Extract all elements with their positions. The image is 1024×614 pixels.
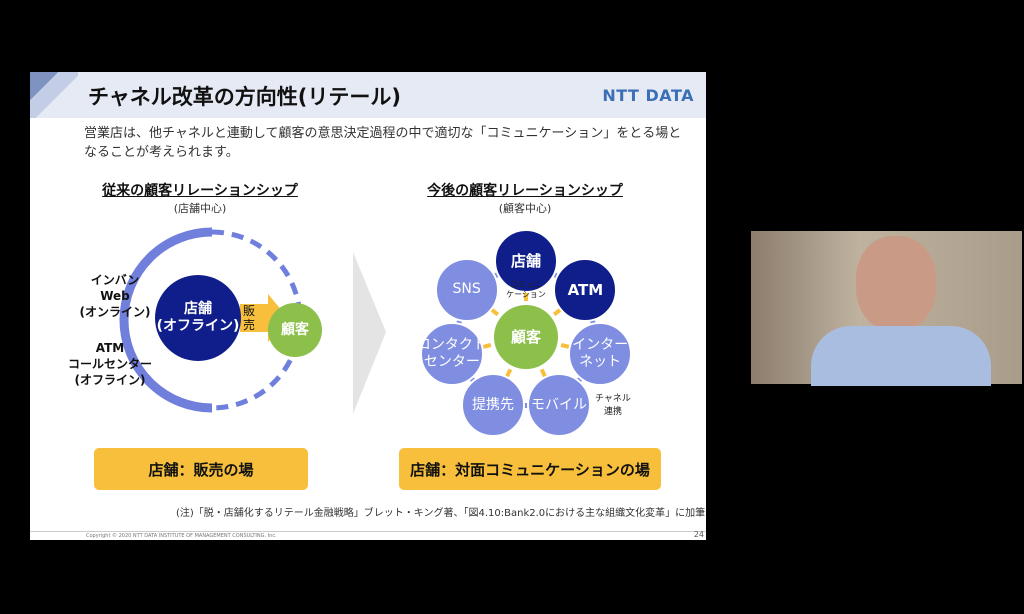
channel-node: 提携先	[461, 373, 526, 438]
channel-node: コンタクト センター	[417, 321, 487, 386]
channel-link-label: チャネル 連携	[595, 394, 631, 417]
presentation-slide: チャネル改革の方向性(リテール) NTT DATA 営業店は、他チャネルと連動し…	[30, 72, 706, 540]
customer-circle-left: 顧客	[268, 303, 322, 357]
presenter-face	[856, 236, 936, 331]
customer-circle-center: 顧客	[494, 305, 558, 369]
page-number: 24	[693, 530, 704, 539]
channel-node: 店舗	[494, 229, 558, 293]
copyright: Copyright © 2020 NTT DATA INSTITUTE OF M…	[86, 533, 277, 539]
right-summary-box: 店舗：対面コミュニケーションの場	[399, 448, 661, 490]
transition-chevron	[353, 252, 386, 414]
left-summary-box: 店舗：販売の場	[94, 448, 308, 490]
communication-label: コミュニ ケーション	[506, 280, 546, 299]
presenter-webcam	[751, 231, 1022, 386]
channel-node: モバイル	[526, 373, 591, 438]
ntt-data-logo: NTT DATA	[602, 86, 694, 105]
source-note: (注)「脱・店舗化するリテール金融戦略」ブレット・キング著、「図4.10:Ban…	[176, 508, 706, 519]
online-label: インバン Web (オンライン)	[79, 273, 151, 319]
online-arc	[211, 229, 303, 411]
offline-label: ATM コールセンター (オフライン)	[67, 341, 152, 387]
left-subheading: (店舗中心)	[173, 202, 227, 215]
lead-text: 営業店は、他チャネルと連動して顧客の意思決定過程の中で適切な「コミュニケーション…	[84, 126, 682, 160]
store-offline-circle: 店舗 (オフライン)	[155, 275, 241, 361]
channel-node: SNS	[434, 257, 499, 322]
title-bar: チャネル改革の方向性(リテール) NTT DATA	[30, 72, 706, 118]
right-heading: 今後の顧客リレーションシップ	[427, 183, 623, 199]
left-heading: 従来の顧客リレーションシップ	[102, 183, 298, 199]
channel-node: ATM	[553, 257, 618, 322]
title-decoration	[30, 72, 78, 118]
footer-bar	[30, 531, 706, 540]
presenter-shirt	[811, 326, 991, 386]
channel-node: インター ネット	[568, 321, 633, 386]
right-subheading: (顧客中心)	[498, 202, 552, 215]
slide-title: チャネル改革の方向性(リテール)	[88, 85, 401, 109]
sales-label: 販 売	[243, 304, 256, 332]
offline-arc	[119, 227, 213, 413]
